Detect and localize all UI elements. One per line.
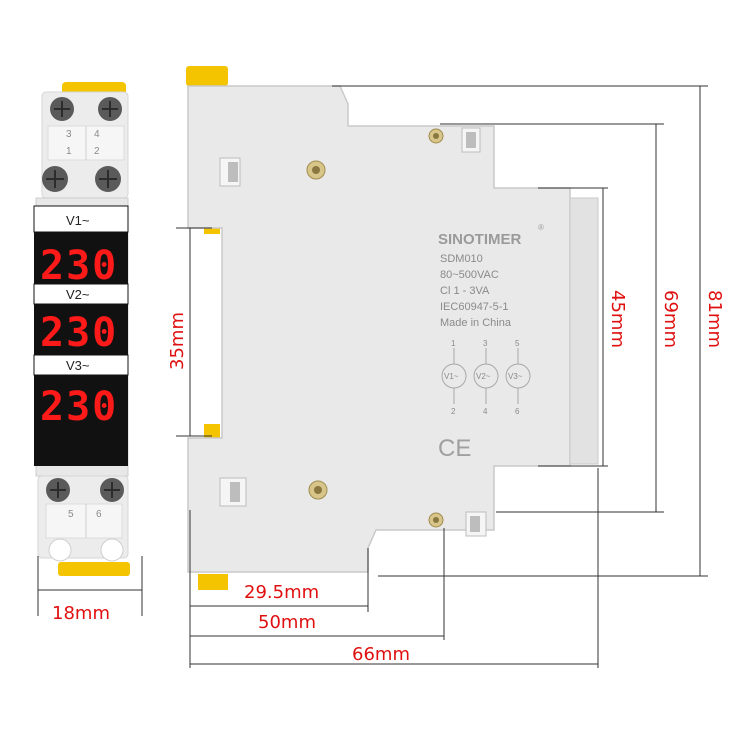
dimension-18mm: 18mm xyxy=(37,556,143,624)
dimension-label-50mm: 50mm xyxy=(258,612,316,633)
ce-mark-icon: CE xyxy=(438,435,471,462)
terminal-label-5: 5 xyxy=(68,509,74,520)
circuit-label-v1: V1~ xyxy=(444,372,459,381)
terminal-label-3: 3 xyxy=(66,129,72,140)
dimension-label-45mm: 45mm xyxy=(607,290,628,348)
terminal-label-2: 2 xyxy=(94,146,100,157)
dimension-lines xyxy=(176,85,708,668)
circuit-label-v2: V2~ xyxy=(476,372,491,381)
channel-label-v1: V1~ xyxy=(66,213,90,228)
front-face-edge xyxy=(569,197,599,465)
channel-label-v3: V3~ xyxy=(66,358,90,373)
pin-label-3: 3 xyxy=(483,339,488,348)
channel-reading-v3: 230 xyxy=(40,384,118,430)
voltage-rating: 80~500VAC xyxy=(440,269,499,281)
channel-label-v2: V2~ xyxy=(66,287,90,302)
wiring-diagram xyxy=(441,348,531,404)
dimension-label-69mm: 69mm xyxy=(660,290,681,348)
bottom-din-clip xyxy=(198,574,228,590)
brand-trademark: ® xyxy=(538,223,544,232)
pin-label-6: 6 xyxy=(515,407,520,416)
display-panel xyxy=(34,206,128,466)
terminal-label-4: 4 xyxy=(94,129,100,140)
channel-reading-v1: 230 xyxy=(40,243,118,289)
side-view: SINOTIMER ® SDM010 80~500VAC Cl 1 - 3VA … xyxy=(186,66,599,590)
pin-label-1: 1 xyxy=(451,339,456,348)
dimension-label-35mm: 35mm xyxy=(167,312,188,370)
front-view: 3 4 1 2 V1~ 230 V2~ 230 V3~ 230 5 6 xyxy=(33,82,130,576)
bottom-din-clip xyxy=(58,562,130,576)
pin-label-4: 4 xyxy=(483,407,488,416)
class-rating: Cl 1 - 3VA xyxy=(440,285,490,297)
terminal-label-6: 6 xyxy=(96,509,102,520)
channel-reading-v2: 230 xyxy=(40,310,118,356)
origin: Made in China xyxy=(440,317,512,329)
pin-label-2: 2 xyxy=(451,407,456,416)
standard: IEC60947-5-1 xyxy=(440,301,509,313)
side-housing xyxy=(187,85,571,573)
pin-label-5: 5 xyxy=(515,339,520,348)
dimension-label-width: 18mm xyxy=(52,603,110,624)
model-number: SDM010 xyxy=(440,253,483,265)
circuit-label-v3: V3~ xyxy=(508,372,523,381)
dimension-label-81mm: 81mm xyxy=(704,290,725,348)
brand-name: SINOTIMER xyxy=(438,231,522,248)
dimension-label-66mm: 66mm xyxy=(352,644,410,665)
top-din-clip xyxy=(186,66,228,86)
dimension-label-29-5mm: 29.5mm xyxy=(244,582,319,603)
terminal-label-1: 1 xyxy=(66,146,72,157)
